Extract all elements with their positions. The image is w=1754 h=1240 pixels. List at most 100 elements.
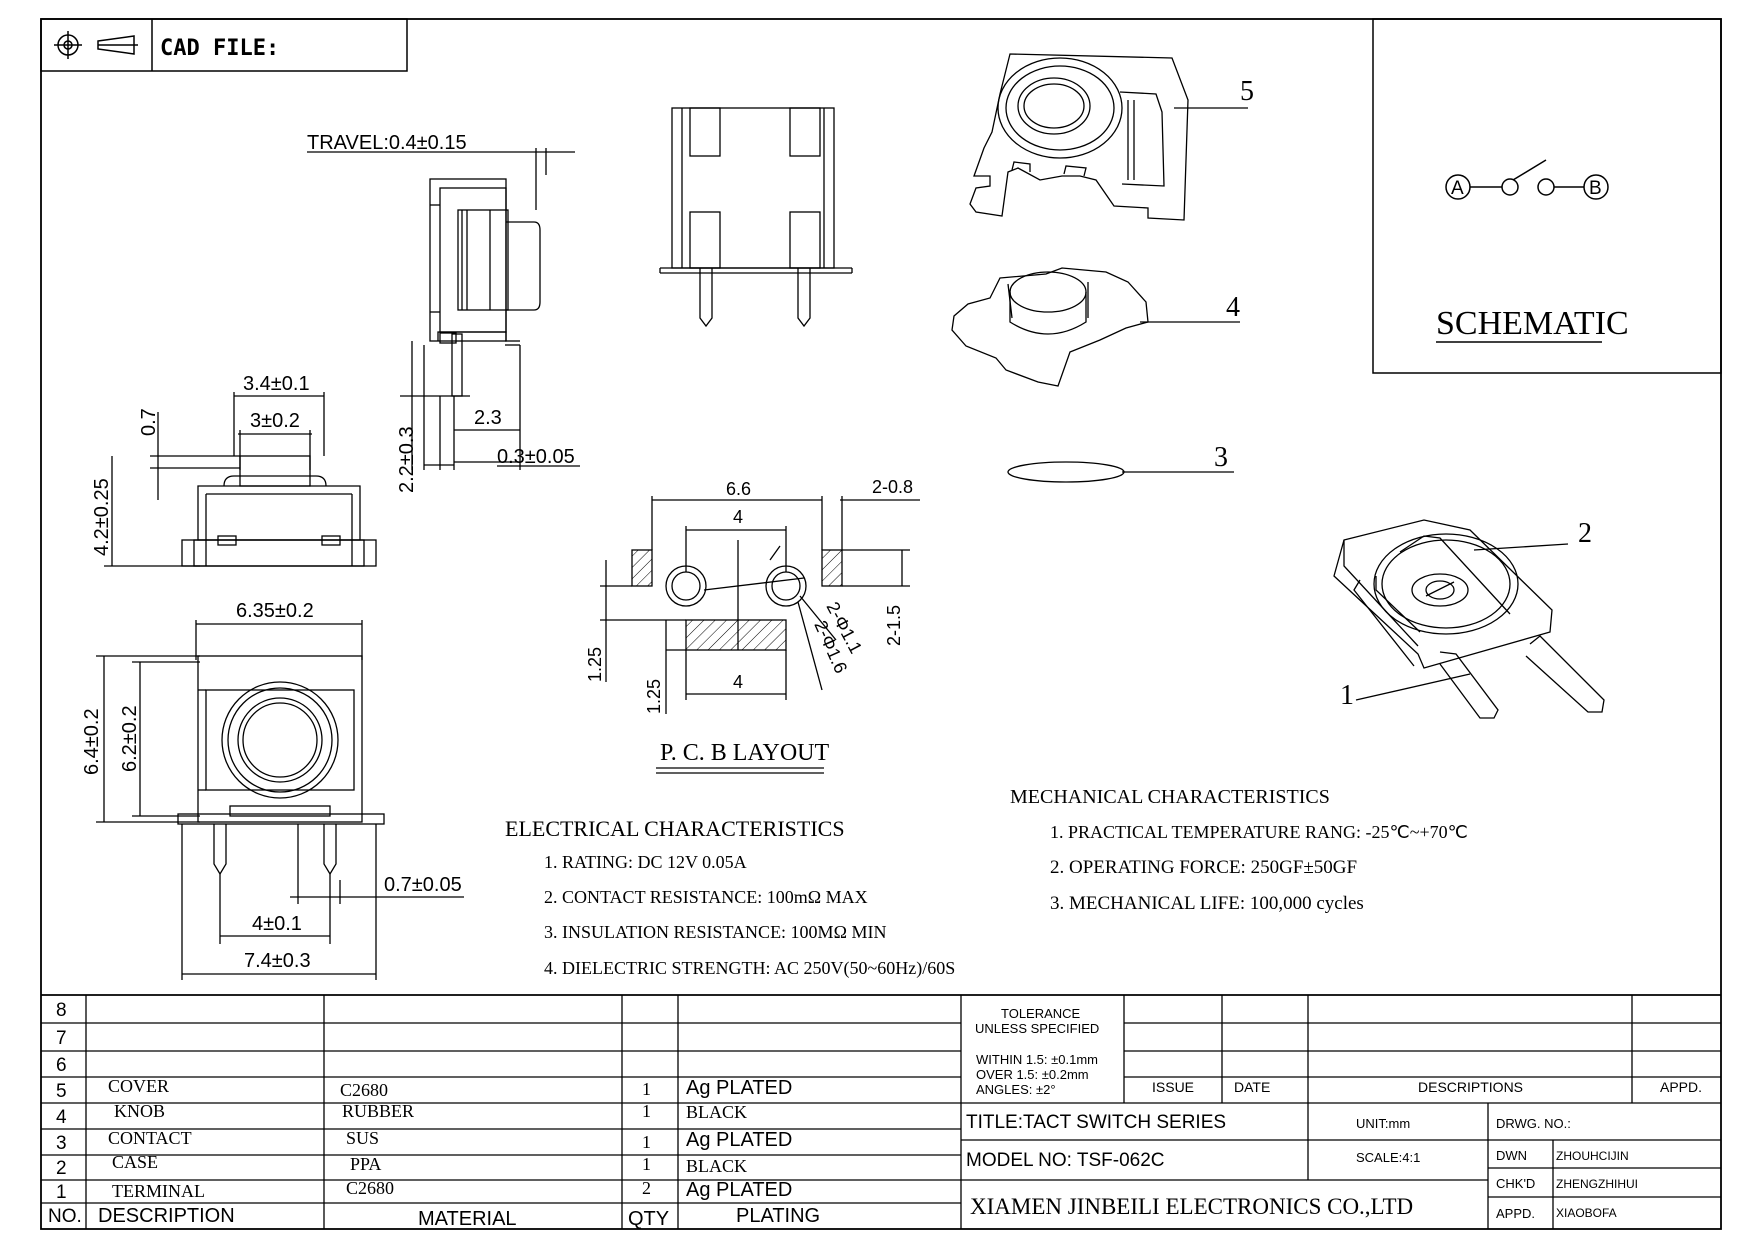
dim-4: 4±0.1 — [252, 913, 302, 935]
pcb-layout: 6.6 2-0.8 4 2-1.5 2-Φ1.1 2-Φ1.6 1.25 — [585, 477, 920, 774]
bom-desc: COVER — [108, 1076, 169, 1096]
dim-2-3: 2.3 — [474, 407, 502, 429]
side-view: TRAVEL:0.4±0.15 2.3 0.3±0.05 2.2±0.3 — [307, 132, 580, 493]
bom-header-plating: PLATING — [736, 1205, 820, 1227]
mechanical-item: 3. MECHANICAL LIFE: 100,000 cycles — [1050, 893, 1364, 914]
top-view: 6.35±0.2 6.4±0.2 6.2±0.2 0.7±0.05 4±0.1 … — [81, 600, 464, 980]
model-number: MODEL NO: TSF-062C — [966, 1150, 1165, 1171]
bom-no: 8 — [56, 1000, 67, 1021]
tolerance-sub: UNLESS SPECIFIED — [975, 1021, 1099, 1036]
bom-no: 6 — [56, 1055, 67, 1076]
mechanical-item: 1. PRACTICAL TEMPERATURE RANG: -25℃~+70℃ — [1050, 822, 1468, 842]
date-header: DATE — [1234, 1079, 1270, 1095]
electrical-item: 4. DIELECTRIC STRENGTH: AC 250V(50~60Hz)… — [544, 958, 955, 979]
electrical-characteristics: ELECTRICAL CHARACTERISTICS 1. RATING: DC… — [505, 816, 955, 979]
bom-header-no: NO. — [48, 1206, 82, 1227]
bom-material: C2680 — [346, 1178, 394, 1198]
dim-2-2: 2.2±0.3 — [396, 426, 418, 493]
bom-header-desc: DESCRIPTION — [98, 1205, 235, 1227]
callout-3: 3 — [1214, 442, 1228, 473]
electrical-item: 2. CONTACT RESISTANCE: 100mΩ MAX — [544, 887, 868, 907]
bom-no: 3 — [56, 1133, 67, 1154]
drawing-unit: UNIT:mm — [1356, 1116, 1410, 1131]
pcb-dim-1-25-b: 1.25 — [644, 679, 664, 714]
bom-qty: 1 — [642, 1079, 651, 1099]
cad-header: CAD FILE: — [40, 18, 408, 72]
bom-no: 5 — [56, 1081, 67, 1102]
dim-3-4: 3.4±0.1 — [243, 373, 310, 395]
bom-header-material: MATERIAL — [418, 1208, 517, 1230]
mechanical-title: MECHANICAL CHARACTERISTICS — [1010, 786, 1330, 808]
part-contact: 3 — [1007, 442, 1234, 483]
bom-plating: Ag PLATED — [686, 1077, 792, 1099]
mechanical-characteristics: MECHANICAL CHARACTERISTICS 1. PRACTICAL … — [1010, 786, 1468, 914]
title-block: TOLERANCE UNLESS SPECIFIED WITHIN 1.5: ±… — [961, 995, 1721, 1229]
bom-no: 2 — [56, 1158, 67, 1179]
dim-travel: TRAVEL:0.4±0.15 — [307, 132, 467, 154]
dwn-name: ZHOUHCIJIN — [1556, 1149, 1629, 1163]
callout-2: 2 — [1578, 518, 1592, 549]
bom-plating: Ag PLATED — [686, 1129, 792, 1151]
schematic-panel: A B SCHEMATIC — [1372, 18, 1722, 374]
bom-desc: CONTACT — [108, 1128, 192, 1148]
schematic-node-a: A — [1451, 178, 1464, 199]
front-view — [659, 107, 853, 328]
pcb-dim-2-0-8: 2-0.8 — [872, 477, 913, 497]
electrical-title: ELECTRICAL CHARACTERISTICS — [505, 816, 845, 841]
dim-6-2: 6.2±0.2 — [119, 705, 141, 772]
bom-plating: BLACK — [686, 1156, 747, 1176]
callout-4: 4 — [1226, 292, 1240, 323]
bom-desc: KNOB — [114, 1101, 165, 1121]
dim-0-3: 0.3±0.05 — [497, 446, 575, 468]
tolerance-within: WITHIN 1.5: ±0.1mm — [976, 1052, 1098, 1067]
dim-0-7b: 0.7±0.05 — [384, 874, 462, 896]
callout-5: 5 — [1240, 76, 1254, 107]
dim-0-7: 0.7 — [138, 408, 160, 436]
bom-header-qty: QTY — [628, 1208, 669, 1230]
tolerance-title: TOLERANCE — [1001, 1006, 1081, 1021]
part-case: 2 1 — [1333, 518, 1605, 719]
dim-7-4: 7.4±0.3 — [244, 950, 311, 972]
bom-desc: CASE — [112, 1152, 158, 1172]
sheet-border — [40, 18, 1722, 1230]
appd-header: APPD. — [1660, 1079, 1702, 1095]
bom-no: 7 — [56, 1028, 67, 1049]
tolerance-over: OVER 1.5: ±0.2mm — [976, 1067, 1089, 1082]
appd-name: XIAOBOFA — [1556, 1206, 1617, 1220]
pcb-dim-1-25-a: 1.25 — [585, 647, 605, 682]
drawing-title: TITLE:TACT SWITCH SERIES — [966, 1112, 1226, 1133]
drawing-number: DRWG. NO.: — [1496, 1116, 1571, 1131]
part-knob: 4 — [951, 267, 1240, 387]
bom-qty: 1 — [642, 1154, 651, 1174]
pcb-dim-2-1-5: 2-1.5 — [884, 605, 904, 646]
bom-no: 1 — [56, 1182, 67, 1203]
appd-label: APPD. — [1496, 1206, 1535, 1221]
company-name: XIAMEN JINBEILI ELECTRONICS CO.,LTD — [970, 1194, 1413, 1219]
electrical-item: 3. INSULATION RESISTANCE: 100MΩ MIN — [544, 922, 886, 942]
pcb-dim-4-bot: 4 — [733, 672, 743, 692]
bom-material: SUS — [346, 1128, 379, 1148]
bom-qty: 1 — [642, 1132, 651, 1152]
electrical-item: 1. RATING: DC 12V 0.05A — [544, 852, 747, 872]
cad-file-label: CAD FILE: — [160, 36, 279, 61]
bom-plating: BLACK — [686, 1102, 747, 1122]
bom-desc: TERMINAL — [112, 1181, 205, 1201]
dim-4-2: 4.2±0.25 — [91, 478, 113, 556]
dwn-label: DWN — [1496, 1148, 1527, 1163]
issue-header: ISSUE — [1152, 1079, 1194, 1095]
elevation-view: 3.4±0.1 3±0.2 0.7 4.2±0.25 — [91, 373, 377, 567]
dim-6-35: 6.35±0.2 — [236, 600, 314, 622]
bom-qty: 2 — [642, 1178, 651, 1198]
part-cover: 5 — [969, 53, 1254, 221]
bom-material: C2680 — [340, 1080, 388, 1100]
bom-qty: 1 — [642, 1101, 651, 1121]
dim-6-4: 6.4±0.2 — [81, 708, 103, 775]
pcb-dim-6-6: 6.6 — [726, 479, 751, 499]
pcb-dim-4-top: 4 — [733, 507, 743, 527]
exploded-view: 5 4 3 — [951, 53, 1605, 719]
bom-material: PPA — [350, 1154, 381, 1174]
chkd-name: ZHENGZHIHUI — [1556, 1177, 1638, 1191]
projection-symbol-icon — [54, 31, 138, 59]
descriptions-header: DESCRIPTIONS — [1418, 1079, 1523, 1095]
